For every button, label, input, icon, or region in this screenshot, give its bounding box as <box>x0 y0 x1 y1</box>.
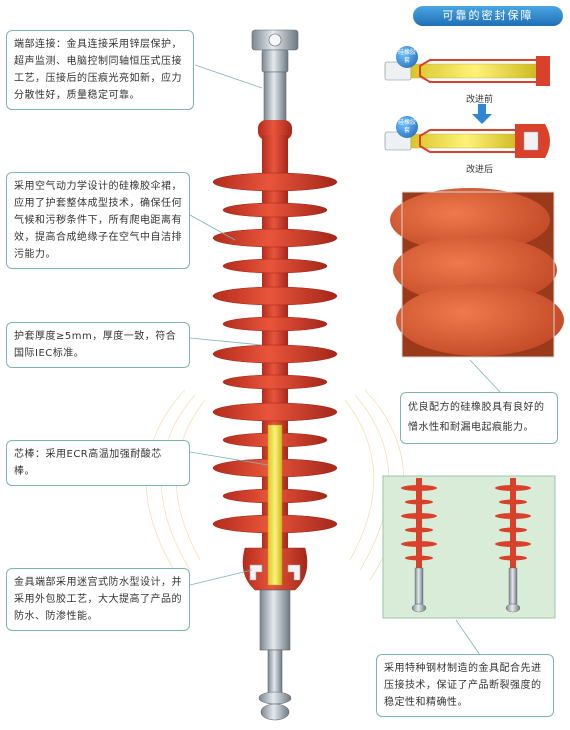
callout-sheath-thickness: 护套厚度≥5mm，厚度一致，符合国际IEC标准。 <box>6 322 190 368</box>
silicone-closeup-photo <box>390 188 564 358</box>
insulator-pair-photo <box>382 475 556 619</box>
callout-core-rod: 芯棒：采用ECR高温加强耐酸芯棒。 <box>6 440 190 486</box>
silicone-sheath-bubble-after: 硅橡胶套 <box>396 116 418 138</box>
callout-end-fitting: 端部连接：金具连接采用锌层保护，超声监测、电脑控制同轴恒压式压接工艺，压接后的压… <box>6 30 194 110</box>
leader-lines <box>189 64 501 656</box>
top-end-fitting <box>251 29 299 128</box>
labyrinth-seal <box>249 564 301 581</box>
callout-waterproof: 金具端部采用迷宫式防水型设计，并采用外包胶工艺，大大提高了产品的防水、防渗性能。 <box>6 568 190 631</box>
core-rod <box>267 424 283 586</box>
callout-shed-design: 采用空气动力学设计的硅橡胶伞裙，应用了护套整体成型技术，确保任何气候和污秽条件下… <box>6 172 190 269</box>
after-improvement-label: 改进后 <box>466 165 494 175</box>
seal-guarantee-banner: 可靠的密封保障 <box>413 6 563 26</box>
silicone-sheath-bubble: 硅橡胶套 <box>396 46 418 68</box>
shed <box>212 172 338 534</box>
callout-silicone-rubber: 优良配方的硅橡胶具有良好的憎水性和耐漏电起痕能力。 <box>400 392 558 444</box>
callout-steel-fitting: 采用特种钢材制造的金具配合先进压接技术，保证了产品断裂强度的稳定性和精确性。 <box>376 654 554 717</box>
down-arrow-icon <box>472 104 492 124</box>
silicone-sheath <box>212 120 338 591</box>
bottom-end-fitting <box>258 589 292 721</box>
before-improvement-label: 改进前 <box>466 95 494 105</box>
